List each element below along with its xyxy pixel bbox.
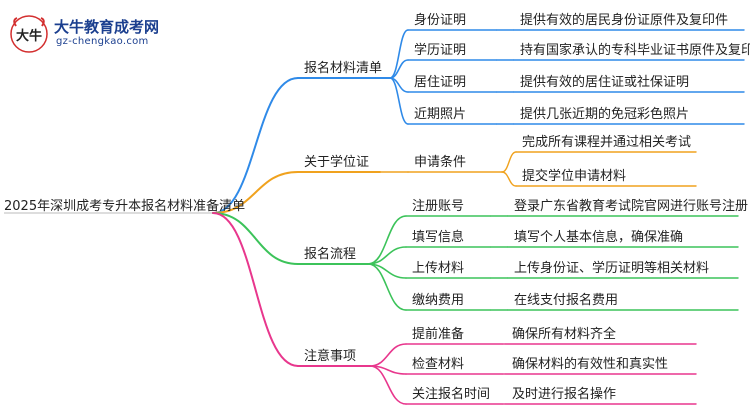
connector-line [367, 263, 407, 311]
logo: 大牛 大牛教育成考网 gz-chengkao.com [8, 14, 160, 54]
branch-2-label: 报名流程 [304, 246, 356, 262]
branch-1-label: 关于学位证 [304, 154, 369, 170]
mind-map-edges [4, 29, 745, 405]
connector-line [212, 171, 299, 214]
branch-0-label: 报名材料清单 [304, 60, 382, 76]
bull-logo-icon: 大牛 [10, 15, 48, 53]
connector-line [212, 212, 299, 265]
branch-2-item-1-detail: 填写个人基本信息，确保准确 [514, 229, 683, 245]
branch-3-item-2-detail: 及时进行报名操作 [512, 386, 616, 402]
branch-0-item-1-label: 学历证明 [414, 42, 466, 58]
connector-line [389, 29, 409, 79]
branch-3-item-1-detail: 确保材料的有效性和真实性 [512, 356, 668, 372]
branch-1-item-0-label: 申请条件 [414, 154, 466, 170]
branch-0-item-2-label: 居住证明 [414, 75, 466, 90]
root-topic: 2025年深圳成考专升本报名材料准备清单 [4, 198, 245, 214]
branch-3-item-2-label: 关注报名时间 [412, 386, 490, 402]
branch-3-label: 注意事项 [304, 348, 356, 364]
branch-3-item-0-label: 提前准备 [412, 326, 464, 342]
branch-0-item-3-label: 近期照片 [414, 107, 466, 122]
logo-mark-text: 大牛 [16, 28, 42, 44]
logo-title: 大牛教育成考网 [54, 18, 160, 36]
connector-line [212, 77, 299, 214]
branch-0-item-0-detail: 提供有效的居民身份证原件及复印件 [520, 12, 728, 28]
connector-line [389, 77, 409, 125]
connector-line [369, 365, 407, 405]
branch-2-item-3-label: 缴纳费用 [412, 293, 464, 308]
branch-1-item-0-detail-1: 提交学位申请材料 [522, 168, 626, 184]
branch-2-item-2-detail: 上传身份证、学历证明等相关材料 [514, 260, 709, 276]
branch-1-item-0-detail-0: 完成所有课程并通过相关考试 [522, 135, 691, 150]
branch-0-item-0-label: 身份证明 [414, 12, 466, 28]
logo-subtitle: gz-chengkao.com [56, 36, 149, 47]
branch-0-item-1-detail: 持有国家承认的专科毕业证书原件及复印件 [520, 42, 750, 58]
branch-3-item-0-detail: 确保所有材料齐全 [512, 326, 616, 342]
connector-line [212, 212, 299, 367]
branch-0-item-2-detail: 提供有效的居住证或社保证明 [520, 74, 689, 90]
branch-2-item-0-label: 注册账号 [412, 199, 464, 214]
branch-2-item-3-detail: 在线支付报名费用 [514, 292, 618, 308]
branch-2-item-2-label: 上传材料 [412, 261, 464, 276]
branch-3-item-1-label: 检查材料 [412, 357, 464, 372]
branch-2-item-1-label: 填写信息 [412, 229, 464, 245]
connector-line [501, 151, 517, 173]
branch-2-item-0-detail: 登录广东省教育考试院官网进行账号注册 [514, 198, 748, 214]
branch-0-item-3-detail: 提供几张近期的免冠彩色照片 [520, 106, 689, 122]
connector-line [501, 171, 517, 187]
connector-line [369, 343, 407, 367]
connector-line [367, 215, 407, 265]
